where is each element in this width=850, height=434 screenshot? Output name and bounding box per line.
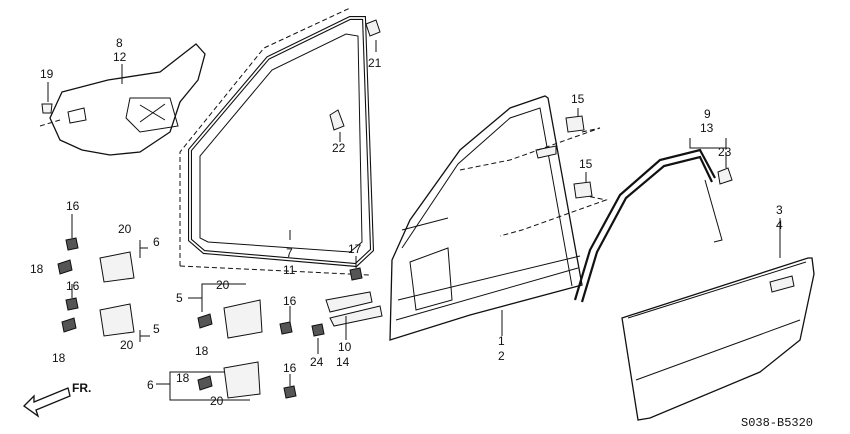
bumper-leaders <box>459 127 608 237</box>
callout-15-upper: 15 <box>571 92 585 106</box>
callout-18a: 18 <box>30 262 44 276</box>
bolt-16a <box>65 237 79 251</box>
callout-13: 13 <box>700 121 714 135</box>
callout-18d: 18 <box>176 371 190 385</box>
callout-5a: 5 <box>153 322 160 336</box>
bolt-24 <box>311 323 325 337</box>
front-label: FR. <box>72 381 91 395</box>
callout-20b: 20 <box>120 338 134 352</box>
callout-9: 9 <box>704 107 711 121</box>
callout-6a: 6 <box>153 235 160 249</box>
callout-labels: 8 12 19 21 22 7 11 15 15 9 13 23 3 4 16 … <box>30 36 783 408</box>
callout-14: 14 <box>336 355 350 369</box>
callout-18c: 18 <box>195 344 209 358</box>
hole-seal <box>39 43 206 156</box>
callout-19: 19 <box>40 67 54 81</box>
callout-22: 22 <box>332 141 346 155</box>
callout-5b: 5 <box>176 291 183 305</box>
bumper-15-lower <box>573 181 593 199</box>
callout-16b: 16 <box>66 279 80 293</box>
door-skin <box>621 257 815 421</box>
callout-10: 10 <box>338 340 352 354</box>
bolt-18a <box>57 259 73 275</box>
bolt-18d <box>197 375 213 391</box>
callout-3: 3 <box>776 203 783 217</box>
callout-23: 23 <box>718 145 732 159</box>
callout-21: 21 <box>368 56 382 70</box>
callout-15-lower: 15 <box>579 157 593 171</box>
sash-molding <box>573 148 723 303</box>
callout-24: 24 <box>310 355 324 369</box>
callout-17: 17 <box>348 242 362 256</box>
callout-1: 1 <box>498 334 505 348</box>
callout-2: 2 <box>498 349 505 363</box>
bolt-16b <box>65 297 79 311</box>
hinge-mid <box>223 299 263 339</box>
clip-21 <box>365 19 381 37</box>
bolt-17 <box>349 267 363 281</box>
opening-weatherstrip <box>179 7 375 276</box>
callout-18b: 18 <box>52 351 66 365</box>
callout-20c: 20 <box>216 278 230 292</box>
callout-7: 7 <box>286 246 293 260</box>
hinge-lower <box>223 361 261 399</box>
leader-lines <box>47 40 781 401</box>
callout-6b: 6 <box>147 378 154 392</box>
callout-16a: 16 <box>66 199 80 213</box>
front-arrow-icon <box>22 387 71 418</box>
hinge-upper-door <box>99 303 135 337</box>
bolt-18b <box>61 317 77 333</box>
callout-20d: 20 <box>210 394 224 408</box>
door-checker <box>325 291 383 327</box>
bolt-16c <box>279 321 293 335</box>
hinge-upper-body <box>99 251 135 283</box>
clip-23 <box>717 167 733 185</box>
door-panel <box>389 95 583 341</box>
clip-19 <box>41 103 53 114</box>
bumper-15-upper <box>565 115 585 133</box>
callout-20a: 20 <box>118 222 132 236</box>
callout-12: 12 <box>113 50 127 64</box>
bolt-18c <box>197 313 213 329</box>
diagram-code: S038-B5320 <box>741 416 813 430</box>
callout-16c: 16 <box>283 294 297 308</box>
callout-11: 11 <box>283 263 296 277</box>
clip-22 <box>329 109 345 131</box>
callout-16d: 16 <box>283 361 297 375</box>
callout-4: 4 <box>776 218 783 232</box>
bolt-16d <box>283 385 297 399</box>
callout-8: 8 <box>116 36 123 50</box>
